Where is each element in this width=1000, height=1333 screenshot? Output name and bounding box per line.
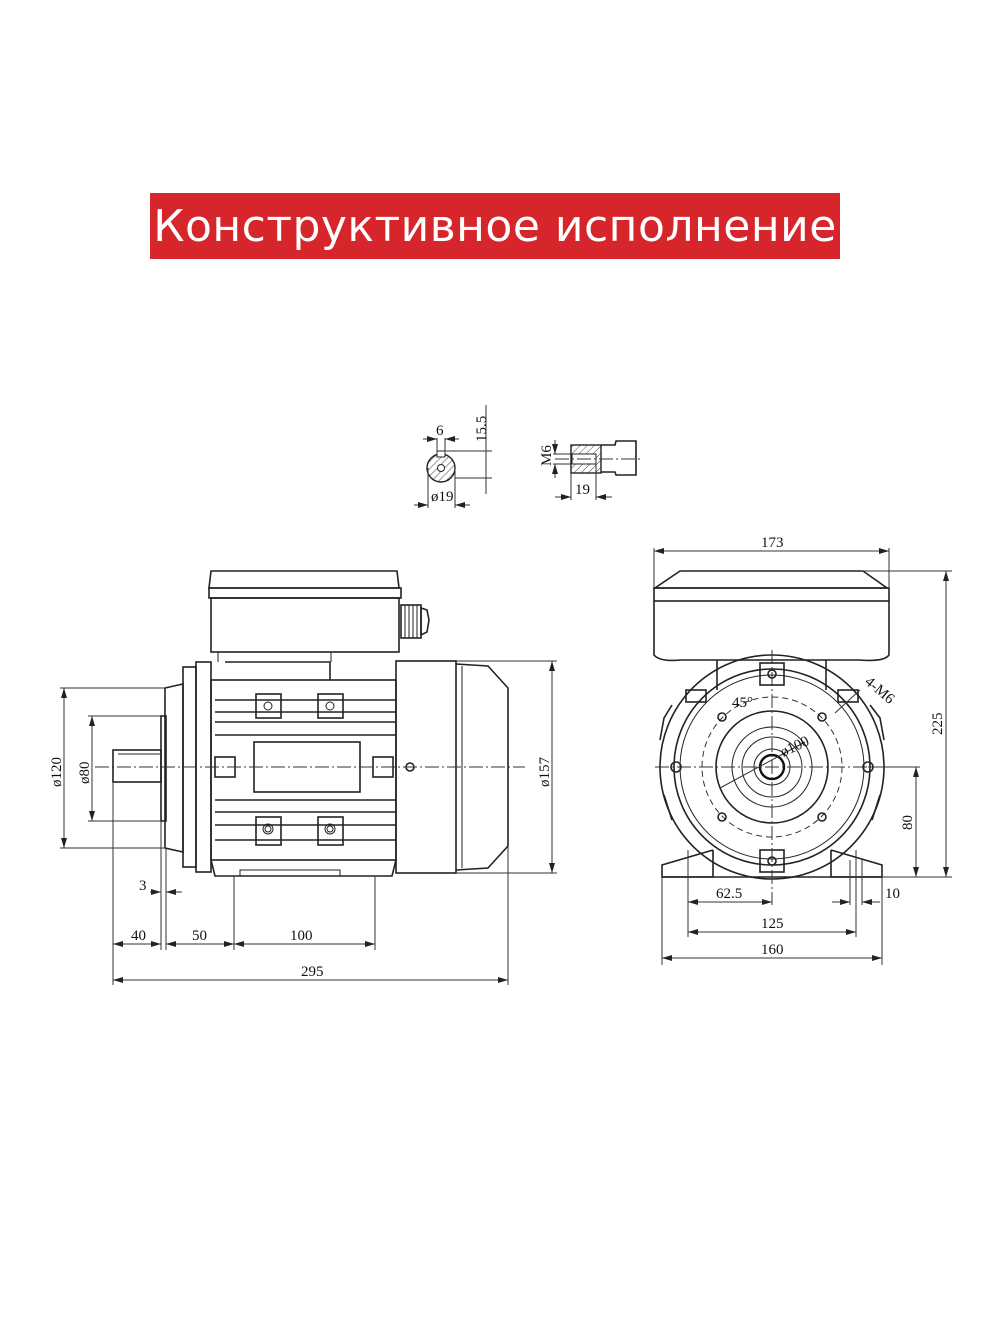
thread-label: M6 [539, 445, 555, 466]
pcd-label: ø100 [778, 733, 812, 760]
shaft-length-label: 40 [131, 928, 146, 944]
body-diameter-label: ø157 [537, 757, 553, 788]
angle-label: 45° [732, 695, 753, 711]
key-height-label: 15.5 [474, 416, 490, 442]
box-width-label: 173 [761, 535, 784, 551]
foot-hole-spacing-label: 100 [290, 928, 313, 944]
front-view: 45° 4-M6 ø100 173 225 80 62.5 10 125 160 [652, 535, 952, 965]
foot-hole-diameter-label: 10 [885, 886, 900, 902]
overall-height-label: 225 [930, 713, 946, 736]
shaft-thread-detail: M6 19 [539, 440, 640, 500]
bolt-holes-label: 4-M6 [861, 674, 897, 708]
spigot-offset-label: 3 [139, 878, 147, 894]
foot-width-label: 160 [761, 942, 784, 958]
side-view: ø120 ø80 ø157 3 40 50 100 295 [49, 570, 557, 985]
shaft-diameter-label: ø19 [431, 489, 454, 505]
half-spacing-label: 62.5 [716, 886, 742, 902]
thread-depth-label: 19 [575, 482, 590, 498]
flange-diameter-label: ø120 [49, 757, 65, 787]
shaft-section-detail: 6 15.5 ø19 [414, 405, 492, 508]
page-title: Конструктивное исполнение [153, 200, 837, 252]
spigot-diameter-label: ø80 [77, 762, 93, 785]
key-width-label: 6 [436, 423, 444, 439]
overall-length-label: 295 [301, 964, 324, 980]
foot-spacing-label: 125 [761, 916, 784, 932]
flange-to-hole-label: 50 [192, 928, 207, 944]
title-banner: Конструктивное исполнение [150, 193, 840, 259]
shaft-height-label: 80 [900, 815, 916, 830]
